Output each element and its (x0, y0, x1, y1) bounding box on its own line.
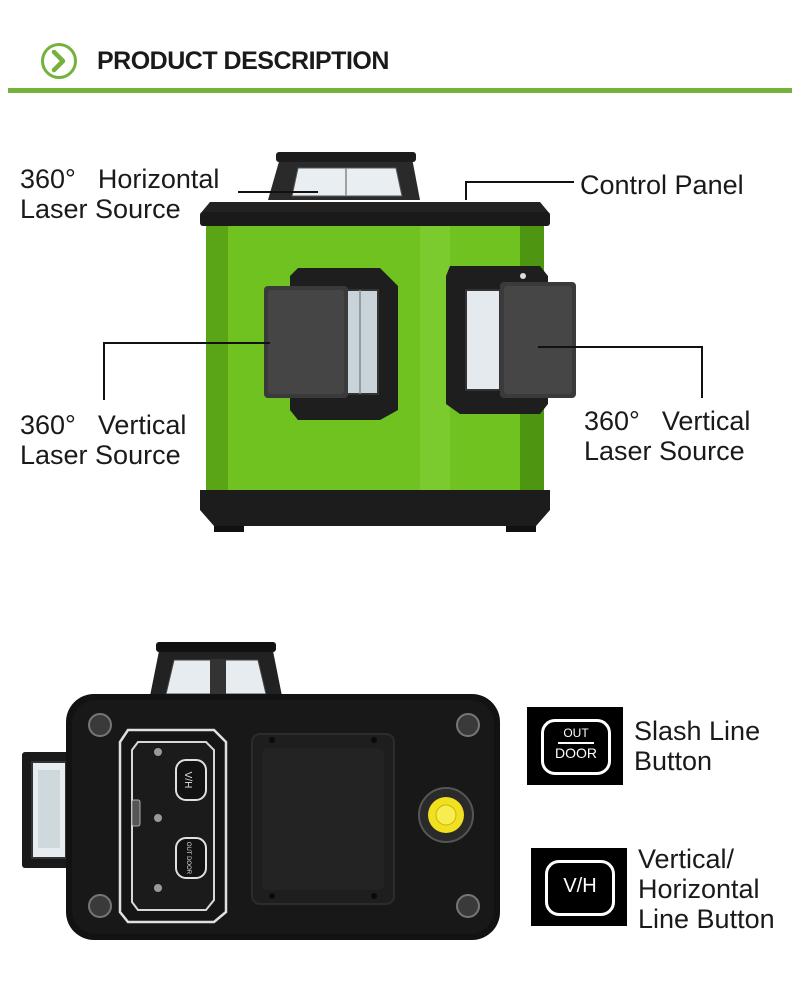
out-door-button-icon: OUT DOOR (527, 707, 623, 785)
label-slash-line-button: Slash Line Button (634, 716, 761, 776)
leader-lines (103, 181, 703, 400)
laser-level-front-view (200, 152, 576, 532)
label-vertical-laser-source-left: 360°Vertical Laser Source (20, 410, 187, 470)
section-header: PRODUCT DESCRIPTION (0, 0, 800, 100)
label-control-panel: Control Panel (580, 170, 744, 200)
out-door-icon-bottom: DOOR (555, 745, 597, 761)
svg-text:OUT DOOR: OUT DOOR (185, 842, 191, 875)
label-horizontal-laser-source: 360°Horizontal Laser Source (20, 164, 220, 224)
label-vh-line-button: Vertical/ Horizontal Line Button (638, 844, 775, 934)
label-vertical-laser-source-right: 360°Vertical Laser Source (584, 406, 751, 466)
laser-level-top-view: V/H OUT DOOR (22, 642, 500, 940)
vh-button-icon: V/H (531, 848, 627, 926)
chevron-right-circle-icon (41, 43, 77, 79)
svg-text:V/H: V/H (182, 772, 193, 789)
header-divider (8, 88, 792, 93)
out-door-icon-top: OUT (563, 726, 589, 740)
page-title: PRODUCT DESCRIPTION (97, 47, 389, 75)
vh-icon-text: V/H (563, 875, 597, 897)
